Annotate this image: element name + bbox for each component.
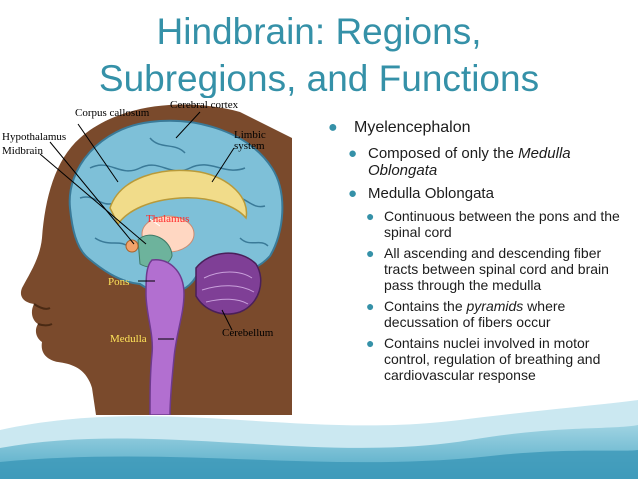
slide-title: Hindbrain: Regions, Subregions, and Func… <box>0 8 638 102</box>
bullet-nuclei: ● Contains nuclei involved in motor cont… <box>318 335 634 383</box>
bullet-text: Contains nuclei involved in motor contro… <box>384 335 601 383</box>
label-corpus-callosum: Corpus callosum <box>75 107 150 119</box>
leader-lines <box>39 111 235 340</box>
bullet-text: Composed of only the <box>368 145 519 162</box>
bullet-medulla-oblongata: ● Medulla Oblongata <box>318 185 634 202</box>
label-pons: Pons <box>108 276 129 288</box>
cerebellum-shape <box>195 252 262 315</box>
bullet-myelencephalon: ● Myelencephalon <box>318 118 634 137</box>
cerebellum-folds <box>201 271 255 305</box>
bullet-list: ● Myelencephalon ● Composed of only the … <box>318 118 634 388</box>
label-midbrain: Midbrain <box>2 145 43 157</box>
thalamus-leader <box>149 218 161 227</box>
midbrain-shape <box>137 234 173 268</box>
label-cerebral-cortex: Cerebral cortex <box>170 99 239 111</box>
brainstem-shape <box>145 259 185 415</box>
lips <box>33 303 53 327</box>
label-medulla: Medulla <box>110 333 147 345</box>
bullet-pyramids: ● Contains the pyramids where decussatio… <box>318 298 634 330</box>
corpus-callosum-shape <box>109 169 248 226</box>
label-thalamus: Thalamus <box>146 213 189 225</box>
label-system: system <box>234 140 265 152</box>
brain-illustration: Corpus callosum Cerebral cortex Hypothal… <box>2 99 292 415</box>
bullet-icon: ● <box>348 185 358 202</box>
pituitary-shape <box>125 239 139 253</box>
bullet-icon: ● <box>366 245 375 261</box>
bullet-ascending: ● All ascending and descending fiber tra… <box>318 245 634 293</box>
bullet-text: Continuous between the pons and the spin… <box>384 208 620 240</box>
title-line-1: Hindbrain: Regions, <box>156 11 482 52</box>
brain-diagram: Corpus callosum Cerebral cortex Hypothal… <box>0 98 292 415</box>
cerebral-cortex-shape <box>68 119 284 295</box>
bullet-text: Medulla Oblongata <box>368 185 494 202</box>
bullet-text: Myelencephalon <box>354 119 471 136</box>
bullet-italic-text: Medulla Oblongata <box>368 145 571 179</box>
bullet-icon: ● <box>366 335 375 351</box>
label-hypothalamus: Hypothalamus <box>2 131 66 143</box>
bullet-text: All ascending and descending fiber tract… <box>384 245 609 293</box>
bullet-text: Contains the <box>384 298 467 314</box>
bullet-italic-text: pyramids <box>466 298 524 314</box>
bullet-composed: ● Composed of only the Medulla Oblongata <box>318 145 634 179</box>
bullet-icon: ● <box>366 298 375 314</box>
label-cerebellum: Cerebellum <box>222 327 274 339</box>
bullet-text-suffix: where decussation of fibers occur <box>384 298 566 330</box>
label-limbic: Limbic <box>234 129 266 141</box>
bullet-icon: ● <box>328 119 338 136</box>
bullet-icon: ● <box>348 145 358 162</box>
title-line-2: Subregions, and Functions <box>98 58 540 99</box>
bullet-icon: ● <box>366 208 375 224</box>
bullet-continuous: ● Continuous between the pons and the sp… <box>318 208 634 240</box>
